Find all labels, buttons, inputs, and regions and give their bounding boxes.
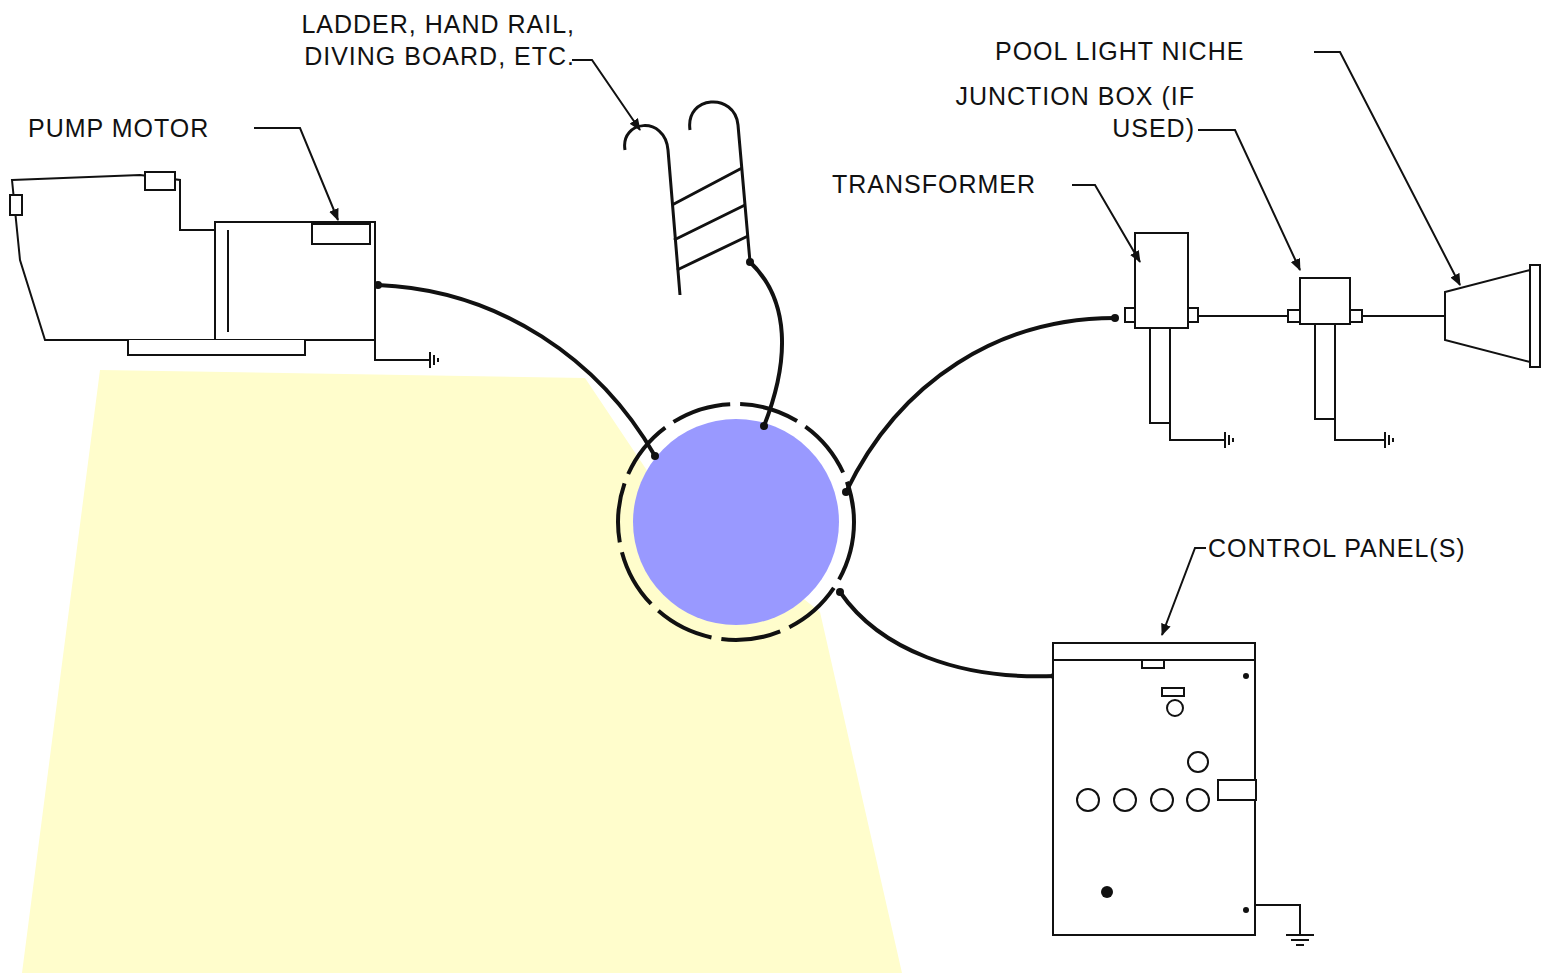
part-label: TRANSFORMER [832, 168, 1072, 200]
part-label: JUNCTION BOX (IF USED) [940, 80, 1195, 144]
part-label: POOL LIGHT NICHE [995, 35, 1315, 67]
part-label: PUMP MOTOR [28, 112, 258, 144]
part-label: CONTROL PANEL(S) [1208, 532, 1528, 564]
part-label: LADDER, HAND RAIL, DIVING BOARD, ETC. [230, 8, 575, 72]
